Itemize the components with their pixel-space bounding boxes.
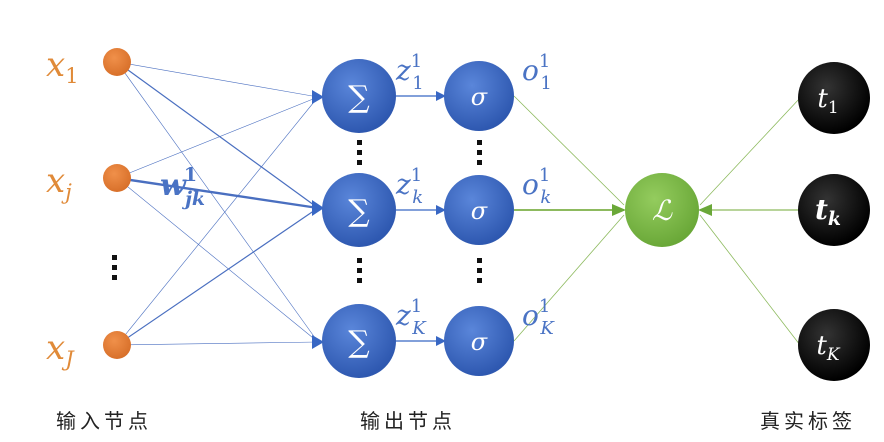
- target-node-t1: [798, 62, 870, 134]
- arrowhead-sigmaK: [436, 336, 446, 346]
- caption-input-nodes: 输入节点: [56, 409, 152, 433]
- arrowhead-z1: [312, 90, 324, 104]
- arrowhead-loss-in: [612, 204, 626, 216]
- sigma-node-K: [444, 306, 514, 376]
- sigma-symbol-K: σ: [471, 328, 488, 356]
- arrowhead-zK: [312, 335, 324, 349]
- sigma-ellipsis: [477, 140, 482, 283]
- label-tk: tk: [815, 193, 841, 230]
- sum-node-k: [322, 173, 396, 247]
- arrowhead-loss-out: [698, 204, 712, 216]
- sum-node-K: [322, 304, 396, 378]
- sum-symbol-k: ∑: [348, 194, 370, 229]
- sigma-nodes: σ σ σ: [444, 61, 514, 376]
- sum-ellipsis: [357, 140, 362, 283]
- input-node-xj: [103, 164, 131, 192]
- label-xJ: xJ: [46, 328, 75, 371]
- caption-output-nodes: 输出节点: [360, 409, 456, 433]
- loss-node: [625, 173, 699, 247]
- edge-xJ-zK: [116, 341, 319, 346]
- sigma-node-k: [444, 175, 514, 245]
- sum-symbol-K: ∑: [348, 325, 370, 360]
- label-t1: t1: [817, 84, 838, 118]
- input-nodes: [103, 48, 131, 359]
- label-xj: xj: [46, 161, 72, 204]
- target-node-tK: [798, 309, 870, 381]
- edge-xj-z1: [116, 96, 319, 179]
- sum-nodes: ∑ ∑ ∑: [322, 59, 396, 378]
- caption-true-labels: 真实标签: [760, 409, 856, 433]
- edge-xj-zK: [116, 177, 319, 343]
- target-node-tk: [798, 174, 870, 246]
- edge-x1-z1: [116, 61, 319, 98]
- input-node-xJ: [103, 331, 131, 359]
- sum-symbol-1: ∑: [348, 80, 370, 115]
- arrowhead-sigmak: [436, 205, 446, 215]
- loss-arrowheads: [612, 204, 712, 216]
- edge-oK-loss: [513, 214, 625, 342]
- sigma-node-1: [444, 61, 514, 131]
- edge-o1-loss: [513, 95, 625, 206]
- label-x1: x1: [46, 45, 79, 88]
- target-nodes: t1 tk tK: [798, 62, 870, 381]
- edge-loss-t1: [699, 97, 801, 206]
- edge-x1-zK: [116, 61, 319, 343]
- arrowhead-sigma1: [436, 91, 446, 101]
- edge-xJ-zk: [116, 207, 319, 346]
- sigma-symbol-1: σ: [471, 83, 488, 111]
- input-node-x1: [103, 48, 131, 76]
- loss-symbol: ℒ: [652, 194, 673, 227]
- output-edges: [513, 95, 625, 342]
- arrowhead-zk: [312, 200, 324, 216]
- target-edges: [699, 97, 801, 346]
- edge-loss-tK: [699, 214, 801, 346]
- input-arrowheads: [312, 90, 324, 349]
- edge-x1-zk: [116, 61, 319, 209]
- input-ellipsis: [112, 255, 117, 280]
- input-edges: [116, 61, 319, 346]
- label-tK: tK: [816, 331, 840, 365]
- sum-node-1: [322, 59, 396, 133]
- edge-xJ-z1: [116, 96, 319, 346]
- edge-xj-zk: [116, 176, 319, 210]
- z-edges: [396, 91, 446, 346]
- sigma-symbol-k: σ: [471, 197, 488, 225]
